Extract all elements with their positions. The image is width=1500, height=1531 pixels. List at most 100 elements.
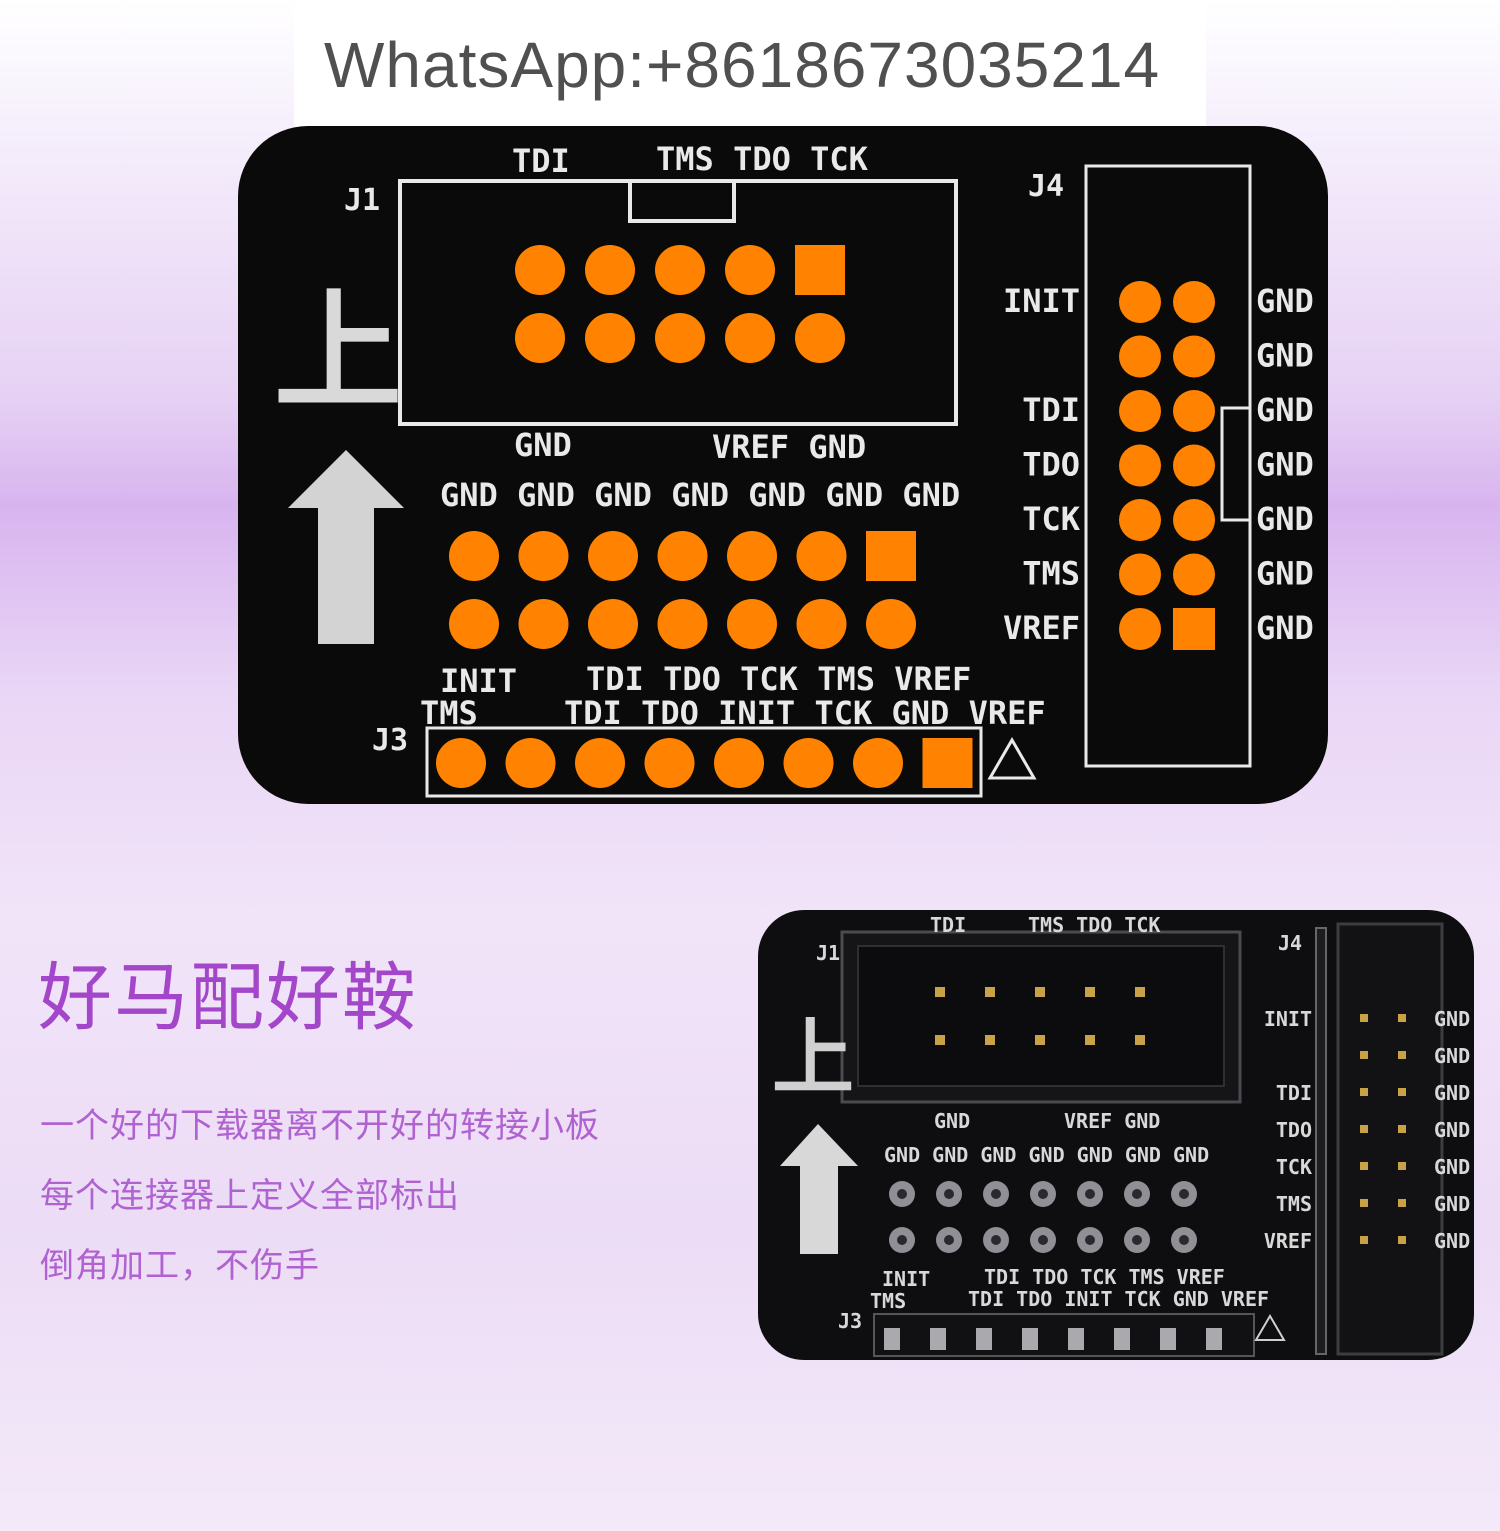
photo-j1-pin bbox=[1085, 987, 1095, 997]
j4-pad bbox=[1119, 608, 1161, 650]
photo-j1-label-gnd: GND bbox=[934, 1109, 970, 1133]
photo-j4-pin bbox=[1360, 1162, 1368, 1170]
photo-up-arrow-icon bbox=[780, 1124, 858, 1254]
j4-designator: J4 bbox=[1028, 169, 1064, 204]
photo-j3-pin bbox=[976, 1328, 992, 1350]
j4-right-label: GND bbox=[1256, 391, 1314, 429]
photo-j4-pin bbox=[1360, 1088, 1368, 1096]
photo-j3-pin bbox=[1206, 1328, 1222, 1350]
j2-label-signals: TDI TDO TCK TMS VREF bbox=[586, 660, 971, 698]
photo-j1-pin bbox=[985, 1035, 995, 1045]
j1-label-tms-tdo-tck: TMS TDO TCK bbox=[656, 140, 869, 178]
j1-pad bbox=[515, 313, 565, 363]
board-photo-svg: TDI TMS TDO TCK J1 GND VREF GND 上 GND GN… bbox=[772, 913, 1470, 1357]
j4-left-label: TMS bbox=[1022, 555, 1080, 593]
pin1-triangle-icon bbox=[987, 737, 1037, 780]
j4-pad bbox=[1173, 390, 1215, 432]
j1-pad bbox=[655, 313, 705, 363]
j4-pad bbox=[1173, 444, 1215, 487]
j1-label-gnd: GND bbox=[514, 426, 572, 464]
photo-j4-right-label: GND bbox=[1434, 1007, 1470, 1031]
up-direction-char: 上 bbox=[274, 278, 402, 427]
photo-j1-pin bbox=[1135, 987, 1145, 997]
j1-label-tdi: TDI bbox=[512, 142, 570, 180]
photo-j1-pin bbox=[1135, 1035, 1145, 1045]
j3-pad bbox=[505, 738, 556, 788]
j4-pad bbox=[1119, 281, 1161, 323]
photo-j4-designator: J4 bbox=[1278, 931, 1302, 955]
photo-j2-solder-pad-core bbox=[897, 1189, 907, 1199]
photo-j3-label-signals: TDI TDO INIT TCK GND VREF bbox=[968, 1287, 1269, 1311]
photo-j1-pin bbox=[935, 987, 945, 997]
j2-pad-square bbox=[866, 531, 916, 581]
j2-pad bbox=[588, 599, 638, 649]
photo-j3-pin bbox=[1068, 1328, 1084, 1350]
photo-j4-left-label: TMS bbox=[1276, 1192, 1312, 1216]
j2-pad bbox=[518, 599, 569, 649]
j1-outline bbox=[398, 179, 958, 426]
photo-j4-right-label: GND bbox=[1434, 1229, 1470, 1253]
j4-right-label: GND bbox=[1256, 282, 1314, 320]
photo-j4-pin bbox=[1398, 1088, 1406, 1096]
photo-j3-pin bbox=[884, 1328, 900, 1350]
photo-j2-solder-pad-core bbox=[1038, 1189, 1048, 1199]
j3-pad-square bbox=[922, 738, 973, 788]
j4-right-label: GND bbox=[1256, 555, 1314, 593]
photo-j1-pin bbox=[1035, 987, 1045, 997]
photo-j2-pad-array bbox=[889, 1181, 1197, 1253]
j3-outline bbox=[425, 726, 983, 798]
photo-j2-solder-pad-core bbox=[1085, 1189, 1095, 1199]
j4-pad-array bbox=[1119, 281, 1215, 650]
j3-pad bbox=[436, 738, 486, 788]
j3-pad bbox=[644, 738, 695, 788]
j1-pad bbox=[795, 313, 845, 363]
j3-pad-array bbox=[436, 738, 973, 788]
photo-j4-shroud bbox=[1336, 922, 1444, 1356]
photo-j2-solder-pad-core bbox=[1038, 1235, 1048, 1245]
photo-j2-solder-pad-core bbox=[1179, 1235, 1189, 1245]
photo-j3-designator: J3 bbox=[838, 1309, 862, 1333]
j4-key-notch bbox=[1220, 406, 1250, 522]
photo-j4-right-label: GND bbox=[1434, 1118, 1470, 1142]
pcb-diagram: J1 TDI TMS TDO TCK GND VREF GND 上 GND GN… bbox=[238, 126, 1328, 804]
j1-label-vref-gnd: VREF GND bbox=[712, 428, 866, 466]
j3-label-signals: TDI TDO INIT TCK GND VREF bbox=[564, 694, 1046, 732]
up-arrow-icon bbox=[288, 450, 404, 644]
j2-pad bbox=[796, 531, 847, 581]
j4-left-label: VREF bbox=[1003, 609, 1080, 647]
photo-j1-pin bbox=[1035, 1035, 1045, 1045]
photo-j1-pin bbox=[935, 1035, 945, 1045]
photo-j4-left-label: TDO bbox=[1276, 1118, 1312, 1142]
pcb-diagram-svg: J1 TDI TMS TDO TCK GND VREF GND 上 GND GN… bbox=[274, 140, 1314, 798]
photo-j4-left-label: TDI bbox=[1276, 1081, 1312, 1105]
photo-j4-right-label: GND bbox=[1434, 1081, 1470, 1105]
j2-pad bbox=[518, 531, 569, 581]
photo-j2-label-init: INIT bbox=[882, 1267, 930, 1291]
photo-j2-solder-pad-core bbox=[944, 1189, 954, 1199]
photo-j4-latch bbox=[1315, 927, 1327, 1355]
photo-j2-solder-pad-core bbox=[944, 1235, 954, 1245]
j4-pad bbox=[1173, 335, 1215, 378]
j3-pad bbox=[783, 738, 834, 788]
photo-j4-left-label: TCK bbox=[1276, 1155, 1312, 1179]
photo-j4-pin bbox=[1360, 1014, 1368, 1022]
photo-j1-label-tms-tdo-tck: TMS TDO TCK bbox=[1028, 913, 1160, 937]
j4-pad-square bbox=[1173, 608, 1215, 650]
photo-j2-label-signals: TDI TDO TCK TMS VREF bbox=[984, 1265, 1225, 1289]
j1-pad bbox=[655, 245, 705, 295]
photo-j4-pin bbox=[1398, 1014, 1406, 1022]
photo-j4-pin bbox=[1360, 1125, 1368, 1133]
j4-pad bbox=[1119, 444, 1161, 487]
j4-pad bbox=[1173, 553, 1215, 596]
feature-line-3: 倒角加工，不伤手 bbox=[40, 1246, 320, 1286]
j3-pad bbox=[714, 738, 764, 788]
photo-j1-pin-array bbox=[935, 987, 1145, 1045]
j4-pad bbox=[1173, 499, 1215, 541]
j4-left-label: INIT bbox=[1003, 282, 1080, 320]
photo-j2-solder-pad-core bbox=[991, 1189, 1001, 1199]
photo-j2-top-labels: GND GND GND GND GND GND GND bbox=[884, 1143, 1209, 1167]
photo-j4-left-label: INIT bbox=[1264, 1007, 1312, 1031]
